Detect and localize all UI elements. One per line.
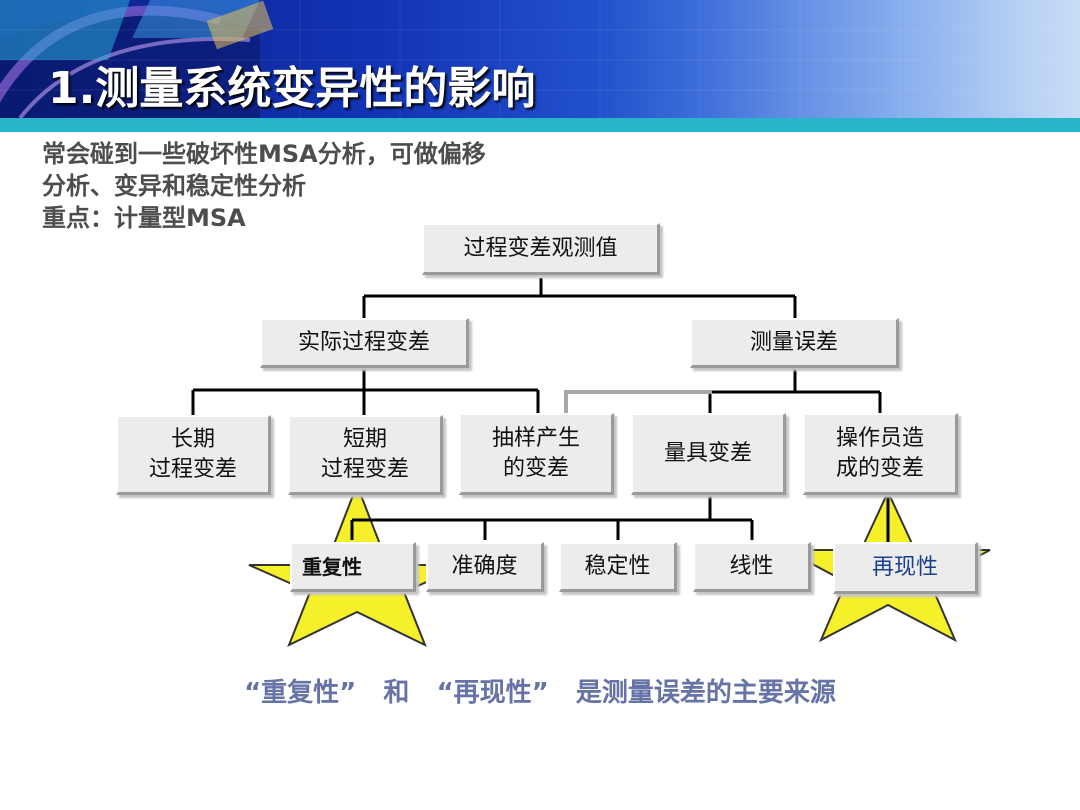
footer-statement: “重复性” 和 “再现性” 是测量误差的主要来源: [0, 672, 1080, 709]
footer-and: 和: [383, 678, 410, 708]
actual-process-variation-node: 实际过程变差: [260, 318, 469, 368]
root-node: 过程变差观测值: [422, 223, 660, 275]
stability-label: 稳定性: [584, 553, 651, 579]
reproducibility-node: 再现性: [833, 542, 978, 594]
short-term-label-2: 过程变差: [320, 456, 409, 482]
long-term-label-2: 过程变差: [148, 456, 237, 482]
intro-line-1: 常会碰到一些破坏性MSA分析，可做偏移: [42, 140, 486, 168]
accuracy-node: 准确度: [426, 542, 544, 592]
linearity-label: 线性: [729, 553, 774, 579]
intro-line-2: 分析、变异和稳定性分析: [42, 172, 306, 200]
repeatability-node: 重复性: [290, 542, 416, 592]
root-node-label: 过程变差观测值: [463, 235, 618, 261]
intro-text: 常会碰到一些破坏性MSA分析，可做偏移 分析、变异和稳定性分析 重点：计量型MS…: [42, 138, 486, 234]
linearity-node: 线性: [693, 542, 811, 592]
gauge-variation-node: 量具变差: [631, 413, 786, 495]
connector-measurement: [708, 368, 882, 413]
banner-decoration: [0, 0, 1080, 118]
operator-variation-node: 操作员造 成的变差: [803, 413, 958, 495]
short-term-label-1: 短期: [342, 426, 387, 452]
repeatability-label: 重复性: [302, 554, 362, 579]
slide-title: 1.测量系统变异性的影响: [48, 63, 536, 114]
measurement-error-node: 测量误差: [690, 318, 899, 368]
connector-sampling-gray: [564, 390, 712, 413]
footer-repeatability: “重复性”: [244, 678, 357, 708]
connector-root: [362, 278, 797, 318]
operator-label-1: 操作员造: [835, 425, 924, 451]
actual-process-variation-label: 实际过程变差: [297, 329, 430, 355]
banner-stripe: [0, 118, 1080, 132]
sampling-label-2: 的变差: [502, 455, 569, 481]
stability-node: 稳定性: [559, 542, 677, 592]
connector-gauge: [350, 496, 754, 540]
footer-conclusion: 是测量误差的主要来源: [575, 678, 836, 708]
header-banner: 1.测量系统变异性的影响: [0, 0, 1080, 118]
short-term-variation-node: 短期 过程变差: [288, 415, 443, 495]
gauge-variation-label: 量具变差: [663, 440, 752, 466]
long-term-variation-node: 长期 过程变差: [116, 415, 271, 495]
long-term-label-1: 长期: [170, 426, 215, 452]
sampling-variation-node: 抽样产生 的变差: [459, 413, 614, 495]
intro-line-3: 重点：计量型MSA: [42, 204, 246, 232]
reproducibility-label: 再现性: [871, 554, 938, 580]
connector-actual: [191, 368, 540, 415]
sampling-label-1: 抽样产生: [491, 425, 580, 451]
operator-label-2: 成的变差: [835, 455, 924, 481]
footer-reproducibility: “再现性”: [436, 678, 549, 708]
measurement-error-label: 测量误差: [749, 329, 838, 355]
accuracy-label: 准确度: [451, 553, 518, 579]
